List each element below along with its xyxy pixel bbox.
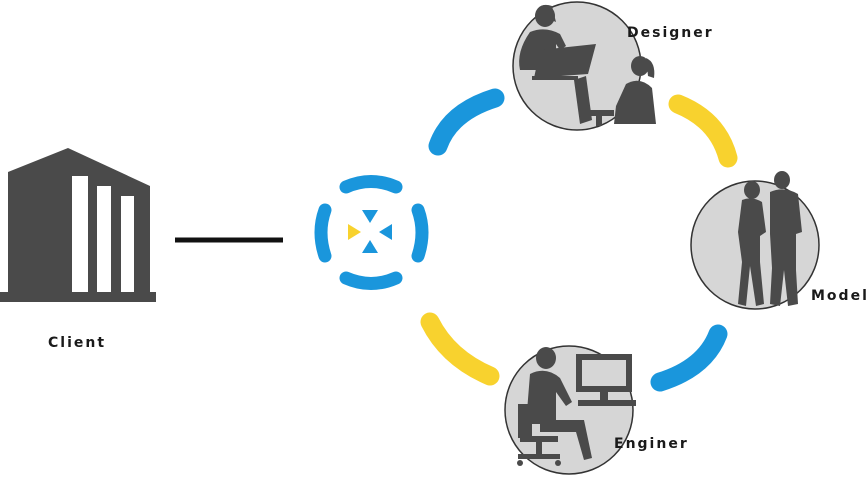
arc-hub-to-designer [428,88,505,156]
engineer-label: Enginer [614,436,689,452]
model-node [690,171,820,310]
arc-designer-to-model [668,94,738,168]
office-building-icon [0,148,156,302]
designer-label: Designer [627,25,714,41]
engineer-node [504,345,636,475]
client-label: Client [48,335,106,351]
engineer-at-workstation-icon [517,347,636,466]
designer-node [512,1,656,131]
arc-model-to-engineer [650,324,728,392]
designers-at-computers-icon [519,4,656,126]
couple-standing-icon [738,171,802,306]
model-label: Model [811,288,866,304]
cross-arrows-logo-icon [314,175,429,290]
arc-engineer-to-hub [420,312,500,386]
